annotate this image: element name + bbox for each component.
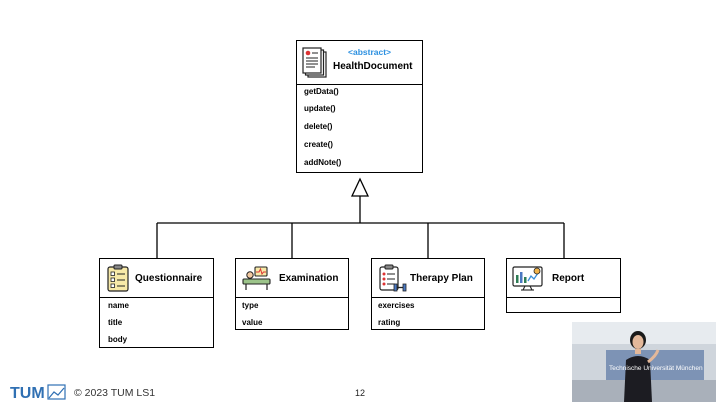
class-name: Report: [552, 273, 585, 284]
attribute-item: rating: [378, 318, 401, 327]
class-name: Therapy Plan: [410, 273, 473, 284]
method-item: update(): [304, 104, 336, 113]
class-therapy-plan: Therapy Plan exercises rating: [371, 258, 485, 330]
report-icon: [512, 266, 543, 291]
attribute-item: value: [242, 318, 263, 327]
attribute-item: title: [108, 318, 123, 327]
class-questionnaire: Questionnaire name title body: [99, 258, 214, 348]
method-item: addNote(): [304, 158, 342, 167]
method-item: create(): [304, 140, 333, 149]
class-header: Examination: [236, 259, 348, 298]
speaker-video: Technische Universität München: [572, 322, 716, 402]
class-report: Report: [506, 258, 621, 313]
questionnaire-icon: [107, 264, 129, 292]
speaker-video-frame: [572, 322, 716, 402]
class-header: Questionnaire: [100, 259, 213, 298]
class-name: HealthDocument: [333, 61, 413, 72]
screen-text: Technische Universität München: [609, 365, 703, 372]
attribute-item: type: [242, 301, 259, 310]
attribute-item: exercises: [378, 301, 415, 310]
class-stereotype: <abstract>: [348, 47, 391, 57]
class-examination: Examination type value: [235, 258, 349, 330]
method-item: getData(): [304, 87, 339, 96]
inheritance-arrow: [350, 177, 370, 197]
therapy-plan-icon: [379, 264, 407, 292]
class-header: Therapy Plan: [372, 259, 484, 298]
class-header: Report: [507, 259, 620, 298]
class-name: Examination: [279, 273, 339, 284]
tum-logo: TUM: [10, 384, 66, 400]
examination-icon: [242, 266, 271, 290]
attribute-item: name: [108, 301, 129, 310]
class-header: <abstract> HealthDocument: [297, 41, 422, 85]
document-stack-icon: [302, 47, 327, 78]
class-health-document: <abstract> HealthDocument getData() upda…: [296, 40, 423, 173]
page-number: 12: [355, 388, 366, 398]
attribute-item: body: [108, 335, 128, 344]
svg-text:TUM: TUM: [10, 385, 45, 400]
class-name: Questionnaire: [135, 273, 203, 284]
method-item: delete(): [304, 122, 333, 131]
copyright-text: © 2023 TUM LS1: [74, 387, 156, 399]
